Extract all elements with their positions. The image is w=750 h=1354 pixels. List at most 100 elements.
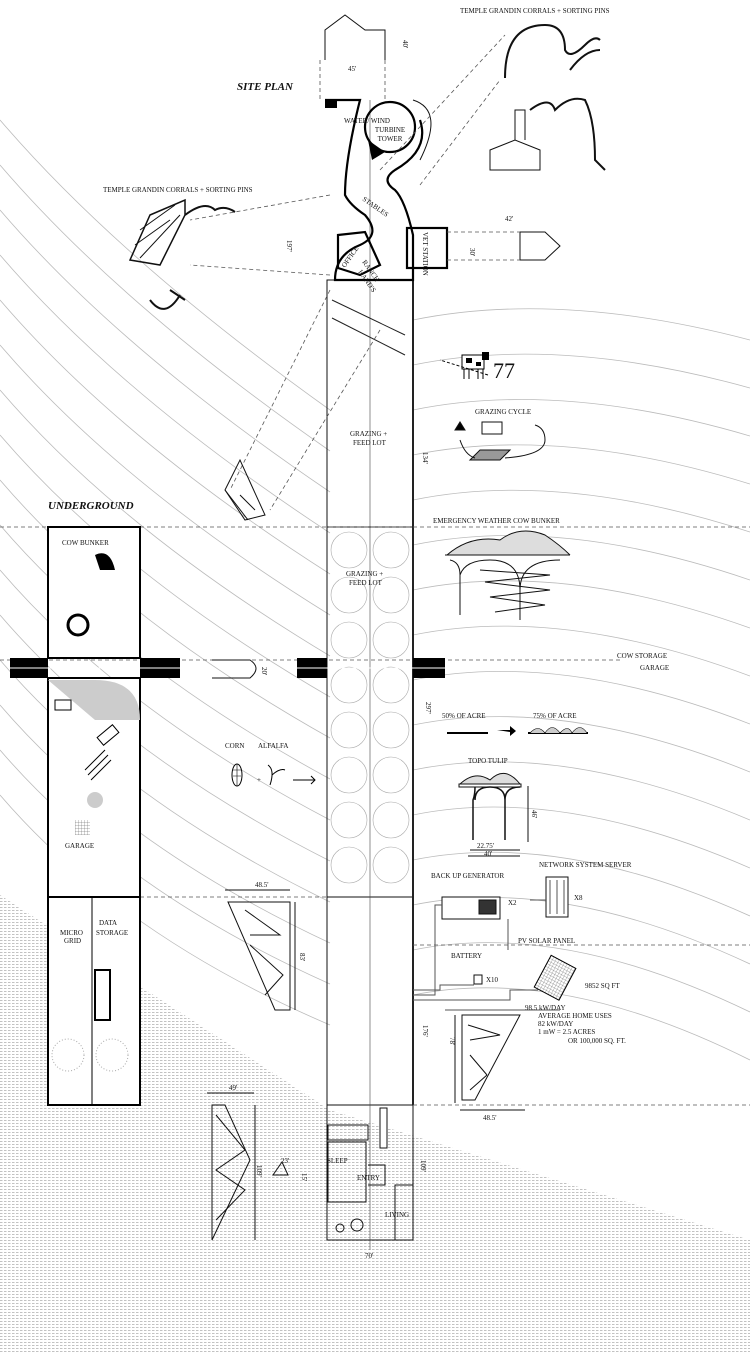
- contour-line: [0, 434, 750, 698]
- grazing-label: GRAZING +: [346, 570, 383, 578]
- contour-line: [0, 254, 750, 534]
- dim-label: 15': [300, 1173, 308, 1181]
- contour-line: [0, 479, 750, 739]
- energy-line: OR 100,000 SQ. FT.: [568, 1037, 626, 1045]
- tower-label: TURBINE: [375, 126, 405, 134]
- grazing-cycle-diagram: [454, 421, 546, 461]
- contour-line: [0, 389, 750, 657]
- x10-label: X10: [486, 976, 499, 984]
- vet-label: VET STATION: [421, 232, 429, 276]
- contour-line: [0, 749, 750, 1013]
- dim-label: 109': [255, 1165, 263, 1177]
- site-plan-title: SITE PLAN: [237, 81, 294, 93]
- acre-75-label: 75% OF ACRE: [533, 712, 577, 720]
- energy-line: 98.5 kW/DAY: [525, 1004, 566, 1012]
- dim-label: 78': [448, 1037, 456, 1045]
- grazing-circle: [372, 846, 410, 884]
- plus-label: +: [257, 776, 261, 784]
- power-system-diagram: [413, 876, 577, 1011]
- cow-icon: [439, 352, 489, 379]
- topo-contours: [0, 119, 750, 1061]
- corn-alfalfa-icons: [231, 763, 316, 787]
- underground-plan: [47, 526, 141, 1106]
- generator-label: BACK UP GENERATOR: [431, 872, 504, 880]
- grazing-circle: [372, 621, 410, 659]
- dim-label: 20': [260, 667, 268, 675]
- contour-line: [0, 209, 750, 493]
- living-label: LIVING: [385, 1211, 409, 1219]
- dim-label: 48.5': [483, 1114, 497, 1122]
- grazing-label: FEED LOT: [353, 439, 387, 447]
- tower-label: TOWER: [378, 135, 403, 143]
- sleep-label: SLEEP: [327, 1157, 348, 1165]
- tunnel-section: [212, 659, 257, 679]
- energy-line: AVERAGE HOME USES: [538, 1012, 612, 1020]
- energy-line: 1 mW = 2.5 ACRES: [538, 1028, 595, 1036]
- energy-line: 82 kW/DAY: [538, 1020, 573, 1028]
- alfalfa-label: ALFALFA: [258, 742, 288, 750]
- dim-label: 23': [281, 1157, 289, 1165]
- dim-label: 45': [348, 65, 356, 73]
- contour-line: [0, 659, 750, 917]
- micro-grid-label: MICRO: [60, 929, 83, 937]
- grazing-circle: [330, 666, 368, 704]
- dim-label: 49': [229, 1084, 237, 1092]
- cow-count: 77: [493, 358, 515, 383]
- grazing-circle: [372, 531, 410, 569]
- bunker-diagram: [445, 530, 571, 620]
- grazing-circle: [372, 576, 410, 614]
- contour-line: [0, 614, 750, 869]
- micro-grid-label: GRID: [64, 937, 81, 945]
- grazing-circle: [330, 846, 368, 884]
- contour-line: [0, 569, 750, 821]
- grazing-circle: [372, 711, 410, 749]
- data-storage-label: STORAGE: [96, 929, 128, 937]
- ranch-building: [324, 14, 561, 356]
- cow-bunker-label: COW BUNKER: [62, 539, 109, 547]
- dim-label: 297': [424, 702, 432, 714]
- pv-label: PV SOLAR PANEL: [518, 937, 575, 945]
- cow-storage-label: COW STORAGE: [617, 652, 667, 660]
- bunker-label: EMERGENCY WEATHER COW BUNKER: [433, 517, 560, 525]
- tower-label: WATER/ WIND: [344, 117, 390, 125]
- grazing-circle: [372, 801, 410, 839]
- corrals-label-top: TEMPLE GRANDIN CORRALS + SORTING PINS: [460, 7, 610, 15]
- topo-tulip-label: TOPO TULIP: [468, 757, 508, 765]
- dim-label: 83': [298, 953, 306, 961]
- crossing-bars: [10, 658, 445, 678]
- contour-line: [0, 344, 750, 616]
- garage-line-label: GARAGE: [640, 664, 669, 672]
- sqft-label: 9852 SQ FT: [585, 982, 620, 990]
- house-detail: [327, 1107, 414, 1241]
- acre-50-label: 50% OF ACRE: [442, 712, 486, 720]
- central-strip: [326, 100, 414, 1250]
- contour-line: [0, 794, 750, 1061]
- left-frame-diagram: [224, 458, 266, 521]
- x8-label: X8: [574, 894, 583, 902]
- frame-diagram-48: [225, 889, 296, 1011]
- underground-title: UNDERGROUND: [48, 500, 134, 512]
- grazing-circle: [330, 531, 368, 569]
- grazing-circle: [330, 756, 368, 794]
- contour-line: [0, 164, 750, 452]
- grazing-cycle-label: GRAZING CYCLE: [475, 408, 531, 416]
- dimensions: 45' 40' 197' 42' 30' 134' 297' 20' 46' 2…: [229, 40, 538, 1260]
- network-label: NETWORK SYSTEM SERVER: [539, 861, 632, 869]
- grazing-circles: [330, 531, 410, 884]
- battery-label: BATTERY: [451, 952, 482, 960]
- dim-label: 70': [365, 1252, 373, 1260]
- topo-tulip-diagram: [458, 773, 529, 857]
- grazing-circle: [330, 576, 368, 614]
- contour-line: [0, 119, 750, 411]
- dim-label: 134': [421, 452, 429, 464]
- frame-diagram-78: [454, 1014, 525, 1111]
- corral-diagram-top: [489, 23, 606, 171]
- grazing-circle: [372, 666, 410, 704]
- corn-label: CORN: [225, 742, 244, 750]
- data-storage-label: DATA: [99, 919, 117, 927]
- grazing-label: FEED LOT: [349, 579, 383, 587]
- corral-diagram-left: [128, 198, 236, 310]
- entry-label: ENTRY: [357, 1174, 380, 1182]
